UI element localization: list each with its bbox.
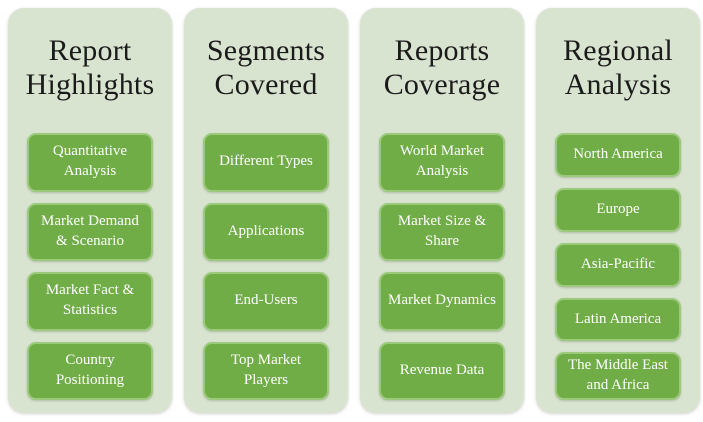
item-revenue-data[interactable]: Revenue Data [379, 341, 505, 400]
column-reports-coverage: Reports Coverage World Market Analysis M… [360, 8, 524, 413]
button-list-segments-covered: Different Types Applications End-Users T… [184, 133, 348, 413]
item-market-demand-scenario[interactable]: Market Demand & Scenario [27, 202, 153, 261]
item-asia-pacific[interactable]: Asia-Pacific [555, 242, 681, 287]
item-applications[interactable]: Applications [203, 202, 329, 261]
item-end-users[interactable]: End-Users [203, 272, 329, 331]
column-report-highlights: Report Highlights Quantitative Analysis … [8, 8, 172, 413]
column-title-segments-covered: Segments Covered [206, 34, 326, 101]
item-top-market-players[interactable]: Top Market Players [203, 341, 329, 400]
button-list-report-highlights: Quantitative Analysis Market Demand & Sc… [8, 133, 172, 413]
button-list-reports-coverage: World Market Analysis Market Size & Shar… [360, 133, 524, 413]
item-north-america[interactable]: North America [555, 133, 681, 177]
item-latin-america[interactable]: Latin America [555, 297, 681, 342]
button-list-regional-analysis: North America Europe Asia-Pacific Latin … [536, 133, 700, 413]
item-market-fact-statistics[interactable]: Market Fact & Statistics [27, 272, 153, 331]
column-title-reports-coverage: Reports Coverage [383, 34, 501, 101]
column-title-report-highlights: Report Highlights [25, 34, 155, 101]
item-different-types[interactable]: Different Types [203, 133, 329, 192]
column-title-regional-analysis: Regional Analysis [563, 34, 673, 101]
item-europe[interactable]: Europe [555, 187, 681, 232]
item-market-size-share[interactable]: Market Size & Share [379, 202, 505, 261]
item-country-positioning[interactable]: Country Positioning [27, 341, 153, 400]
column-regional-analysis: Regional Analysis North America Europe A… [536, 8, 700, 413]
item-world-market-analysis[interactable]: World Market Analysis [379, 133, 505, 192]
column-segments-covered: Segments Covered Different Types Applica… [184, 8, 348, 413]
item-market-dynamics[interactable]: Market Dynamics [379, 272, 505, 331]
item-middle-east-africa[interactable]: The Middle East and Africa [555, 352, 681, 401]
item-quantitative-analysis[interactable]: Quantitative Analysis [27, 133, 153, 192]
